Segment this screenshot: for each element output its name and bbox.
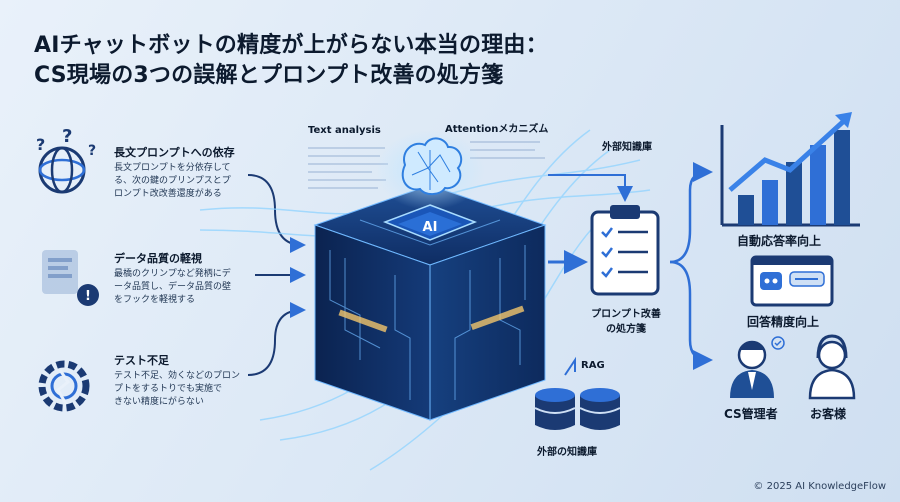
issue-3-body-line: きない精度にがらない	[114, 397, 204, 407]
cs-manager-avatar	[730, 336, 785, 398]
rag-label: RAG	[581, 360, 605, 371]
issue-2-body-line: をフックを軽視する	[114, 295, 196, 305]
copyright: © 2025 AI KnowledgeFlow	[753, 481, 886, 492]
database-icon	[534, 356, 621, 430]
title-line-1: AIチャットボットの精度が上がらない本当の理由：	[34, 33, 548, 58]
svg-text:?: ?	[88, 143, 96, 159]
attention-label: Attentionメカニズム	[445, 124, 549, 135]
brain-icon	[375, 130, 485, 210]
issue-1-heading: 長文プロンプトへの依存	[114, 146, 235, 159]
external-kb-db-label: 外部の知識庫	[537, 447, 597, 458]
issue-2-body-line: ータ品質し、データ品質の壁	[114, 282, 232, 292]
cs-manager-label: CS管理者	[724, 407, 778, 421]
ai-chip: AI	[423, 220, 438, 235]
svg-text:?: ?	[36, 135, 45, 154]
svg-text:!: !	[85, 289, 91, 304]
prescription-label-line: プロンプト改善	[591, 309, 661, 320]
issue-2-body: 最橋のクリンプなど発柄にデ ータ品質し、データ品質の壁 をフックを軽視する	[114, 268, 231, 307]
issue-2-body-line: 最橋のクリンプなど発柄にデ	[114, 269, 231, 279]
title-line-2: CS現場の3つの誤解とプロンプト改善の処方箋	[34, 63, 504, 88]
issue-2-heading: データ品質の軽視	[114, 252, 202, 265]
auto-response-label: 自動応答率向上	[737, 234, 822, 248]
issue-1-body-line: ロンプト改改善還度がある	[114, 189, 222, 199]
prescription-label: プロンプト改善 の処方箋	[578, 305, 674, 335]
text-analysis-label: Text analysis	[308, 125, 381, 136]
issue-1-body-line: る、次の鍵のプリンプスとプ	[114, 176, 231, 186]
prescription-label-line: の処方箋	[606, 324, 646, 335]
issue-3-body: テスト不足、効くなどのプロン プトをするトりでも実施で きない精度にがらない	[114, 370, 240, 409]
ai-chip-label: AI	[423, 220, 438, 235]
customer-label: お客様	[810, 407, 847, 421]
ai-cube: AI	[313, 184, 547, 421]
broken-gear-icon	[38, 360, 90, 412]
issue-3-body-line: プトをするトりでも実施で	[114, 384, 223, 394]
knot-question-icon: ? ? ?	[36, 126, 96, 194]
chatbot-screen-icon	[750, 255, 834, 307]
accuracy-label: 回答精度向上	[747, 315, 820, 329]
external-kb-top-label: 外部知識庫	[602, 142, 652, 153]
issue-3-body-line: テスト不足、効くなどのプロン	[114, 371, 241, 381]
issue-3-heading: テスト不足	[114, 354, 169, 367]
svg-text:?: ?	[62, 126, 72, 147]
customer-avatar	[808, 334, 856, 400]
issue-1-body-line: 長文プロンプトを分依存して	[114, 163, 231, 173]
growth-chart-icon	[720, 112, 860, 227]
blurred-data-warning-icon: !	[42, 250, 99, 306]
clipboard-checklist-icon	[590, 205, 660, 296]
issue-1-body: 長文プロンプトを分依存して る、次の鍵のプリンプスとプ ロンプト改改善還度がある	[114, 162, 231, 201]
